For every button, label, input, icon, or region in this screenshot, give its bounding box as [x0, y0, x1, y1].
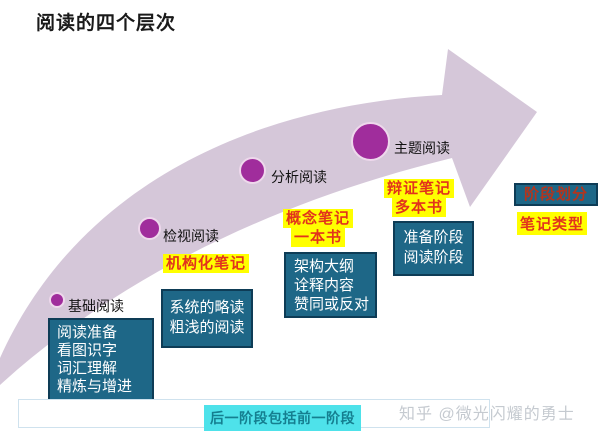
legend-note-type: 笔记类型 — [517, 212, 588, 235]
stage-label-inspectional: 检视阅读 — [163, 228, 219, 244]
step-line: 阅读准备 — [57, 324, 118, 341]
step-line: 系统的略读 — [169, 299, 245, 316]
stage-label-syntopical: 主题阅读 — [394, 140, 450, 156]
stage-dot-analytical-icon — [239, 157, 266, 184]
note-analytical: 概念笔记 一本书 — [279, 209, 357, 247]
note-syntopical: 辩证笔记 多本书 — [377, 179, 461, 217]
diagram-title: 阅读的四个层次 — [36, 13, 177, 34]
step-line: 看图识字 — [57, 342, 118, 359]
stage-label-elementary: 基础阅读 — [68, 298, 124, 314]
step-line: 诠释内容 — [294, 277, 355, 294]
legend-stage-division: 阶段划分 — [514, 183, 598, 206]
step-line: 准备阶段 — [403, 229, 464, 246]
stage-dot-elementary-icon — [49, 292, 65, 308]
stage-label-analytical: 分析阅读 — [271, 169, 327, 185]
note-line: 多本书 — [391, 198, 446, 217]
note-line: 机构化笔记 — [163, 254, 250, 273]
step-line: 词汇理解 — [57, 360, 118, 377]
step-line: 赞同或反对 — [294, 296, 370, 313]
note-line: 概念笔记 — [282, 209, 353, 228]
step-line: 阅读阶段 — [403, 249, 464, 266]
steps-box-syntopical: 准备阶段 阅读阶段 — [393, 221, 474, 276]
steps-box-analytical: 架构大纲 诠释内容 赞同或反对 — [284, 252, 377, 318]
stage-dot-inspectional-icon — [138, 217, 161, 240]
steps-box-elementary: 阅读准备 看图识字 词汇理解 精炼与增进 — [48, 318, 154, 403]
stage-dot-syntopical-icon — [351, 122, 390, 161]
step-line: 粗浅的阅读 — [169, 319, 245, 336]
note-line: 一本书 — [290, 228, 345, 247]
watermark: 知乎 @微光闪耀的勇士 — [399, 406, 575, 423]
steps-box-inspectional: 系统的略读 粗浅的阅读 — [161, 289, 253, 348]
step-line: 精炼与增进 — [57, 378, 133, 395]
footer-banner: 后一阶段包括前一阶段 — [204, 405, 361, 431]
growth-arrow-shape — [0, 49, 537, 385]
note-inspectional: 机构化笔记 — [163, 254, 250, 273]
note-line: 辩证笔记 — [383, 179, 454, 198]
step-line: 架构大纲 — [294, 258, 355, 275]
